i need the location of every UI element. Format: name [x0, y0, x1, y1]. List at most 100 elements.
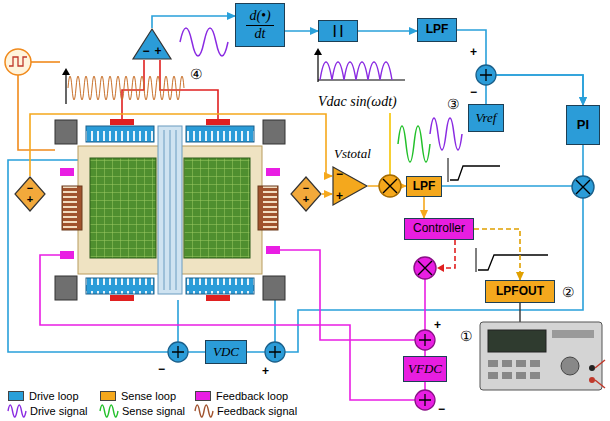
gyroscope-structure	[86, 126, 154, 142]
excitation-wire	[160, 60, 218, 119]
signal-connector	[474, 229, 520, 280]
gyroscope-structure	[184, 158, 250, 258]
reference-box: Vref	[468, 104, 504, 132]
node-text: −	[27, 183, 33, 194]
multiplier-symbol	[418, 261, 432, 275]
legend-item: Feedback signal	[195, 404, 297, 418]
legend-swatch	[195, 391, 211, 401]
sense-waveform	[398, 126, 430, 162]
signal-name: Vstotal	[334, 146, 371, 162]
source-wire	[18, 62, 60, 150]
sense-wire	[389, 113, 391, 175]
feedback-wire	[280, 250, 415, 340]
signal-connector	[423, 197, 425, 218]
abs-box: | |	[318, 20, 358, 42]
node-text: PI	[577, 118, 589, 133]
demodulated-waveform	[450, 166, 500, 180]
arrow-head	[437, 264, 444, 272]
signal-connector	[457, 30, 583, 105]
rectified-waveform	[314, 48, 405, 82]
signal-connector	[285, 30, 318, 32]
legend-text: Sense signal	[122, 405, 185, 417]
summing-junction	[419, 334, 431, 346]
multimeter-icon	[552, 330, 594, 338]
legend-text: Feedback loop	[216, 390, 288, 402]
sign-label: −	[438, 402, 445, 416]
voltage-box: VDC	[205, 340, 247, 364]
gyroscope-structure	[55, 119, 285, 301]
signal-source-icon	[5, 49, 31, 75]
legend-text: Feedback signal	[217, 405, 297, 417]
signal-name: Vdac sin(ωdt)	[318, 94, 397, 110]
multimeter-icon	[595, 360, 605, 388]
rectified-waveform	[317, 52, 318, 82]
gyroscope-structure	[55, 276, 77, 300]
gyroscope-structure	[186, 126, 254, 142]
summing-junction	[269, 346, 281, 358]
legend-item: Drive signal	[8, 404, 87, 418]
drive-wire	[582, 145, 584, 176]
amplifier-symbol-outline	[333, 167, 367, 205]
signal-source-icon	[9, 57, 27, 66]
gyroscope-structure	[60, 251, 74, 259]
demodulated-waveform	[448, 158, 548, 272]
carrier-waveform	[68, 76, 184, 100]
multimeter-icon	[480, 322, 602, 390]
legend-sample	[195, 405, 213, 417]
node-text: −	[142, 45, 149, 59]
multimeter-icon	[589, 377, 595, 383]
callout-number: ④	[190, 66, 203, 82]
summing-junction	[415, 330, 435, 350]
multiplier-symbol	[572, 176, 594, 198]
output-wire	[519, 303, 520, 322]
source-wire	[31, 61, 60, 63]
amplifier-symbol: −+	[132, 28, 172, 60]
sign-label: −	[470, 85, 477, 99]
feedback-wire	[40, 255, 415, 400]
signal-connector	[30, 114, 332, 176]
legend-text: Drive signal	[30, 405, 87, 417]
summing-junction	[419, 394, 431, 406]
amplifier-symbol-outline	[291, 177, 321, 211]
summing-junction	[415, 390, 435, 410]
node-text: VFDC	[408, 362, 442, 377]
amplifier-symbol: −+	[14, 176, 46, 212]
gyroscope-structure	[90, 158, 156, 258]
gyroscope-structure	[186, 278, 254, 294]
sign-label: +	[262, 364, 269, 378]
rectified-waveform	[320, 62, 392, 80]
carrier-waveform	[62, 68, 70, 75]
demodulated-waveform	[478, 255, 548, 270]
multimeter-icon	[530, 372, 540, 379]
sign-label: −	[158, 362, 165, 376]
drive-waveform	[430, 118, 462, 150]
gyroscope-structure	[266, 246, 280, 254]
sign-label: +	[470, 45, 477, 59]
multimeter-icon	[516, 372, 526, 379]
source-wire	[18, 75, 55, 150]
multimeter-icon	[488, 360, 498, 367]
node-text: −	[303, 183, 309, 194]
carrier-waveform	[62, 68, 184, 104]
legend-text: Drive loop	[29, 390, 79, 402]
multiplier-symbol	[414, 257, 436, 279]
gyroscope-structure	[206, 119, 230, 125]
gyroscope-structure	[110, 295, 134, 301]
filter-box: LPF	[417, 18, 457, 42]
node-text: VDC	[213, 345, 239, 360]
gyroscope-structure	[60, 168, 74, 176]
signal-connector	[358, 30, 417, 32]
multimeter-icon	[530, 360, 540, 367]
carrier-waveform	[65, 72, 66, 104]
summing-junction	[168, 65, 496, 410]
pi-controller-box: PI	[566, 105, 600, 145]
voltage-box: VFDC	[403, 356, 447, 382]
summing-junction	[476, 65, 496, 85]
summing-junction	[168, 342, 188, 362]
gyroscope-structure	[164, 130, 176, 290]
summing-junction	[172, 346, 184, 358]
signal-connector	[486, 75, 583, 105]
signal-connector	[152, 16, 235, 28]
